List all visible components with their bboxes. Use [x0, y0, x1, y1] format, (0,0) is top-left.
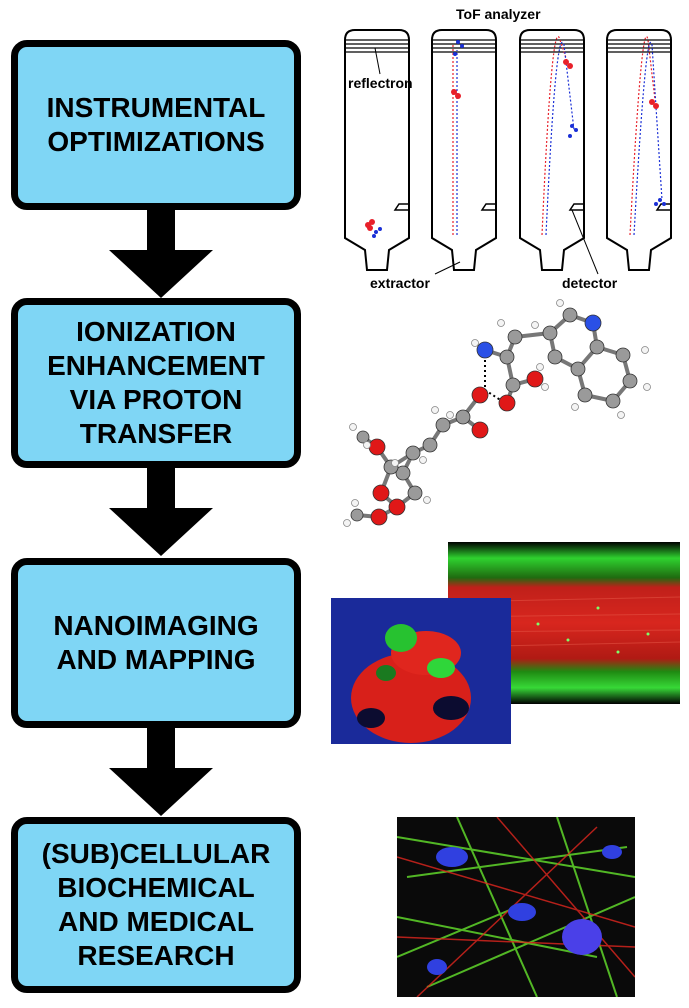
step-label-line: AND MAPPING [56, 644, 256, 675]
hydrogen-atom [391, 459, 399, 467]
step-label-line: AND MEDICAL [58, 906, 254, 937]
atom [605, 393, 621, 409]
ion-clusters [365, 40, 666, 238]
down-arrow-icon [109, 210, 213, 298]
hydrogen-atom [571, 403, 579, 411]
detector-label: detector [562, 275, 618, 291]
tof-tube [519, 29, 585, 271]
atom [584, 314, 602, 332]
extractor-label: extractor [370, 275, 430, 291]
atom [547, 349, 563, 365]
hydrogen-atom [419, 456, 427, 464]
atom [562, 307, 578, 323]
molecule-icon [343, 299, 651, 527]
atom [577, 387, 593, 403]
hydrogen-atom [343, 519, 351, 527]
hydrogen-atom [536, 363, 544, 371]
ion-trajectories [452, 35, 663, 236]
hydrogen-atom [617, 411, 625, 419]
atom [435, 417, 451, 433]
step-label-line: TRANSFER [79, 418, 233, 450]
atom [498, 394, 516, 412]
step-box-ionization-enhancement: IONIZATION ENHANCEMENT VIA PROTON TRANSF… [11, 298, 301, 468]
reflectron-label: reflectron [348, 75, 413, 91]
atom [368, 438, 386, 456]
tof-instrument-icon: ToF analyzer reflectron extractor detect… [344, 6, 672, 291]
hydrogen-atom [446, 411, 454, 419]
atom [370, 508, 388, 526]
hydrogen-atom [471, 339, 479, 347]
atom [388, 498, 406, 516]
step-label-line: INSTRUMENTAL [46, 91, 266, 123]
tof-title: ToF analyzer [456, 6, 541, 22]
atom [455, 409, 471, 425]
detector-notch [480, 203, 496, 211]
tof-tube [431, 29, 497, 271]
atom [372, 484, 390, 502]
atom [589, 339, 605, 355]
hydrogen-atom [431, 406, 439, 414]
fluorescent-cells-micrograph-icon [397, 817, 635, 997]
atom [505, 377, 521, 393]
atom [350, 508, 364, 522]
step-label-line: OPTIMIZATIONS [47, 126, 265, 157]
step-box-cellular-research: (SUB)CELLULAR BIOCHEMICAL AND MEDICAL RE… [11, 817, 301, 993]
hydrogen-atom [556, 299, 564, 307]
step-label-line: NANOIMAGING [53, 609, 259, 641]
hydrogen-atom [351, 499, 359, 507]
hydrogen-atom [531, 321, 539, 329]
step-label-line: VIA PROTON [69, 384, 243, 415]
step-label-line: RESEARCH [77, 940, 235, 972]
step-label-line: ENHANCEMENT [47, 349, 265, 381]
down-arrow-icon [109, 728, 213, 816]
atom [476, 341, 494, 359]
atom [395, 465, 411, 481]
step-label-line: (SUB)CELLULAR [41, 837, 271, 869]
step-label-line: IONIZATION [76, 315, 236, 347]
step-box-instrumental-optimizations: INSTRUMENTAL OPTIMIZATIONS [11, 40, 301, 210]
atom [622, 373, 638, 389]
atom [499, 349, 515, 365]
hydrogen-atom [363, 441, 371, 449]
step-label-line: BIOCHEMICAL [57, 871, 255, 903]
atom [471, 386, 489, 404]
detector-notch [568, 203, 584, 211]
hydrogen-atom [643, 383, 651, 391]
hydrogen-atom [423, 496, 431, 504]
step-box-nanoimaging: NANOIMAGING AND MAPPING [11, 558, 301, 728]
tof-tube [344, 29, 410, 271]
atom [507, 329, 523, 345]
atom [526, 370, 544, 388]
atom [542, 325, 558, 341]
cell-micrograph-icon [331, 598, 511, 744]
atom [356, 430, 370, 444]
detector-notch [393, 203, 409, 211]
atom [405, 445, 421, 461]
tof-tubes [344, 29, 672, 271]
atom [407, 485, 423, 501]
atoms [343, 299, 651, 527]
hydrogen-atom [641, 346, 649, 354]
atom [422, 437, 438, 453]
hydrogen-atom [541, 383, 549, 391]
hydrogen-atom [497, 319, 505, 327]
atom [615, 347, 631, 363]
hydrogen-atom [349, 423, 357, 431]
atom [471, 421, 489, 439]
atom [570, 361, 586, 377]
down-arrow-icon [109, 468, 213, 556]
